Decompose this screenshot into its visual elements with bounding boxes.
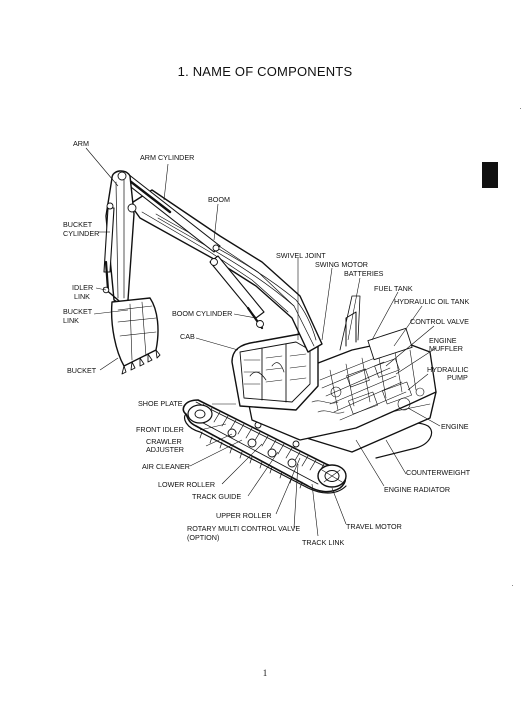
label-swing-motor: SWING MOTOR xyxy=(315,260,368,269)
bucket xyxy=(110,297,161,375)
page-title: 1. NAME OF COMPONENTS xyxy=(177,64,353,79)
label-track-link: TRACK LINK xyxy=(302,538,345,547)
label-engine-muffler-line1: ENGINE xyxy=(429,336,457,345)
label-bucket: BUCKET xyxy=(67,366,97,375)
label-front-idler: FRONT IDLER xyxy=(136,425,184,434)
label-lower-roller: LOWER ROLLER xyxy=(158,480,215,489)
label-shoe-plate: SHOE PLATE xyxy=(138,399,183,408)
label-engine-radiator: ENGINE RADIATOR xyxy=(384,485,450,494)
label-cab: CAB xyxy=(180,332,195,341)
label-travel-motor: TRAVEL MOTOR xyxy=(346,522,402,531)
section-tab-marker xyxy=(482,162,498,188)
label-idler-link-line2: LINK xyxy=(74,292,90,301)
label-engine-muffler-line2: MUFFLER xyxy=(429,344,463,353)
label-air-cleaner: AIR CLEANER xyxy=(142,462,190,471)
label-upper-roller: UPPER ROLLER xyxy=(216,511,272,520)
label-idler-link-line1: IDLER xyxy=(72,283,93,292)
label-bucket-cylinder-line2: CYLINDER xyxy=(63,229,99,238)
label-arm-cylinder: ARM CYLINDER xyxy=(140,153,194,162)
label-rotary-multi-control-valve-line1: ROTARY MULTI CONTROL VALVE xyxy=(187,524,300,533)
label-boom: BOOM xyxy=(208,195,230,204)
label-batteries: BATTERIES xyxy=(344,269,384,278)
arm xyxy=(105,170,137,305)
scan-speck xyxy=(520,108,521,109)
label-fuel-tank: FUEL TANK xyxy=(374,284,413,293)
crawler-track xyxy=(182,399,347,494)
label-hydraulic-oil-tank: HYDRAULIC OIL TANK xyxy=(394,297,470,306)
label-bucket-link-line2: LINK xyxy=(63,316,79,325)
bucket-cylinder xyxy=(103,202,115,292)
label-track-guide: TRACK GUIDE xyxy=(192,492,241,501)
page-number: 1 xyxy=(262,668,268,678)
label-bucket-cylinder-line1: BUCKET xyxy=(63,220,93,229)
leader-lines xyxy=(85,147,441,537)
label-hydraulic-pump-line2: PUMP xyxy=(447,373,468,382)
label-swivel-joint: SWIVEL JOINT xyxy=(276,251,326,260)
boom-cylinder xyxy=(209,255,265,330)
label-rotary-multi-control-valve-line2: (OPTION) xyxy=(187,533,219,542)
label-counterweight: COUNTERWEIGHT xyxy=(406,468,471,477)
label-arm: ARM xyxy=(73,139,89,148)
label-control-valve: CONTROL VALVE xyxy=(410,317,469,326)
label-boom-cylinder: BOOM CYLINDER xyxy=(172,309,232,318)
label-hydraulic-pump-line1: HYDRAULIC xyxy=(427,365,469,374)
scan-speck xyxy=(512,585,513,586)
component-labels: ARM ARM CYLINDER BOOM BUCKET CYLINDER ID… xyxy=(63,139,471,547)
excavator-illustration xyxy=(102,170,437,494)
label-bucket-link-line1: BUCKET xyxy=(63,307,93,316)
label-crawler-adjuster-line1: CRAWLER xyxy=(146,437,182,446)
label-engine: ENGINE xyxy=(441,422,469,431)
label-crawler-adjuster-line2: ADJUSTER xyxy=(146,445,184,454)
cab xyxy=(231,333,319,411)
